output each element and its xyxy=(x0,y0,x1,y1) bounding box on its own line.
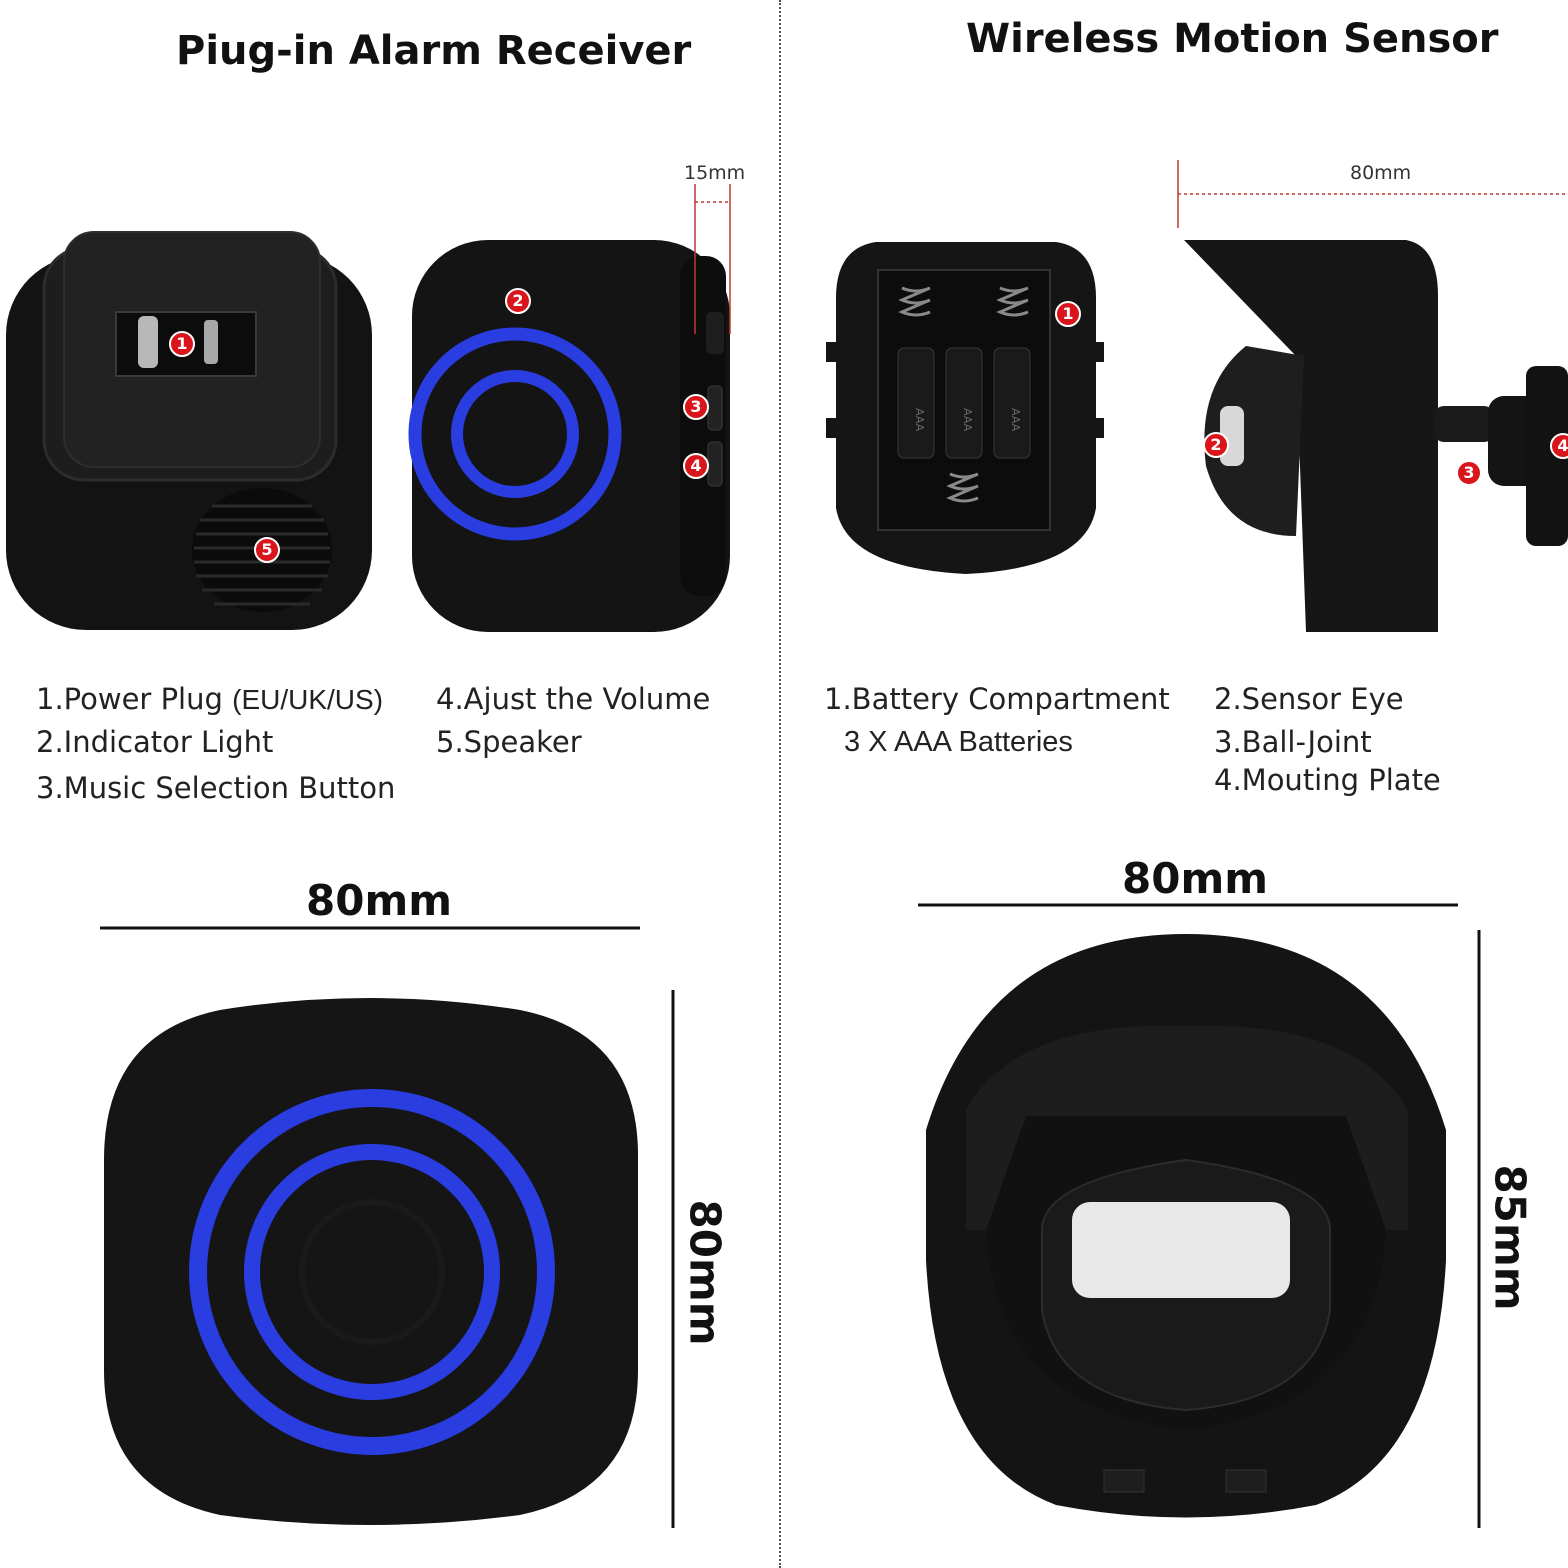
section-divider xyxy=(779,0,781,1568)
legend-item-battery: 1.Battery Compartment xyxy=(824,682,1170,716)
receiver-width-line xyxy=(100,926,640,930)
sensor-top-dimension-marker xyxy=(1177,160,1568,228)
badge-sensor-eye: 2 xyxy=(1203,432,1229,458)
badge-battery-compartment: 1 xyxy=(1055,301,1081,327)
legend-item-volume: 4.Ajust the Volume xyxy=(436,682,711,716)
side-dimension-marker xyxy=(694,184,731,334)
legend-item-batteries-sub: 3 X AAA Batteries xyxy=(844,726,1073,758)
sensor-height-line xyxy=(1477,930,1481,1528)
receiver-width-label: 80mm xyxy=(306,876,452,925)
receiver-back-image xyxy=(6,231,372,630)
side-dimension-label: 15mm xyxy=(684,162,746,184)
legend-item-mounting-plate: 4.Mouting Plate xyxy=(1214,763,1441,797)
badge-indicator-light: 2 xyxy=(505,288,531,314)
badge-music-button: 3 xyxy=(683,394,709,420)
sensor-title: Wireless Motion Sensor xyxy=(966,16,1499,62)
sensor-battery-image: AAA AAA AAA xyxy=(826,242,1104,574)
battery-label: AAA xyxy=(913,408,926,432)
receiver-height-label: 80mm xyxy=(680,1199,730,1346)
sensor-legend-col2: 2.Sensor Eye 3.Ball-Joint 4.Mouting Plat… xyxy=(1214,678,1441,802)
receiver-legend-col1: 1.Power Plug (EU/UK/US) 2.Indicator Ligh… xyxy=(36,678,395,810)
battery-label: AAA xyxy=(961,408,974,432)
legend-item-indicator: 2.Indicator Light xyxy=(36,725,274,759)
sensor-side-image xyxy=(1184,240,1568,632)
receiver-title: Piug-in Alarm Receiver xyxy=(176,28,692,74)
battery-label: AAA xyxy=(1009,408,1022,432)
receiver-large-image xyxy=(104,998,639,1525)
sensor-height-label: 85mm xyxy=(1485,1164,1535,1311)
sensor-legend-col1: 1.Battery Compartment 3 X AAA Batteries xyxy=(824,678,1170,764)
legend-item-music-button: 3.Music Selection Button xyxy=(36,771,396,805)
badge-speaker: 5 xyxy=(254,537,280,563)
receiver-height-line xyxy=(671,990,675,1528)
receiver-front-image xyxy=(408,240,730,632)
legend-item-sensor-eye: 2.Sensor Eye xyxy=(1214,682,1404,716)
badge-mounting-plate: 4 xyxy=(1550,433,1568,459)
legend-item-speaker: 5.Speaker xyxy=(436,725,582,759)
badge-volume-button: 4 xyxy=(683,453,709,479)
sensor-width-line xyxy=(918,903,1458,907)
badge-ball-joint: 3 xyxy=(1456,460,1482,486)
sensor-top-dimension-label: 80mm xyxy=(1350,162,1412,184)
sensor-large-image xyxy=(926,934,1446,1518)
receiver-legend-col2: 4.Ajust the Volume 5.Speaker xyxy=(436,678,710,764)
sensor-width-label: 80mm xyxy=(1122,854,1268,903)
legend-plug-suffix: (EU/UK/US) xyxy=(232,684,384,715)
badge-power-plug: 1 xyxy=(169,331,195,357)
legend-item-ball-joint: 3.Ball-Joint xyxy=(1214,725,1372,759)
legend-item-power-plug: 1.Power Plug (EU/UK/US) xyxy=(36,682,384,716)
